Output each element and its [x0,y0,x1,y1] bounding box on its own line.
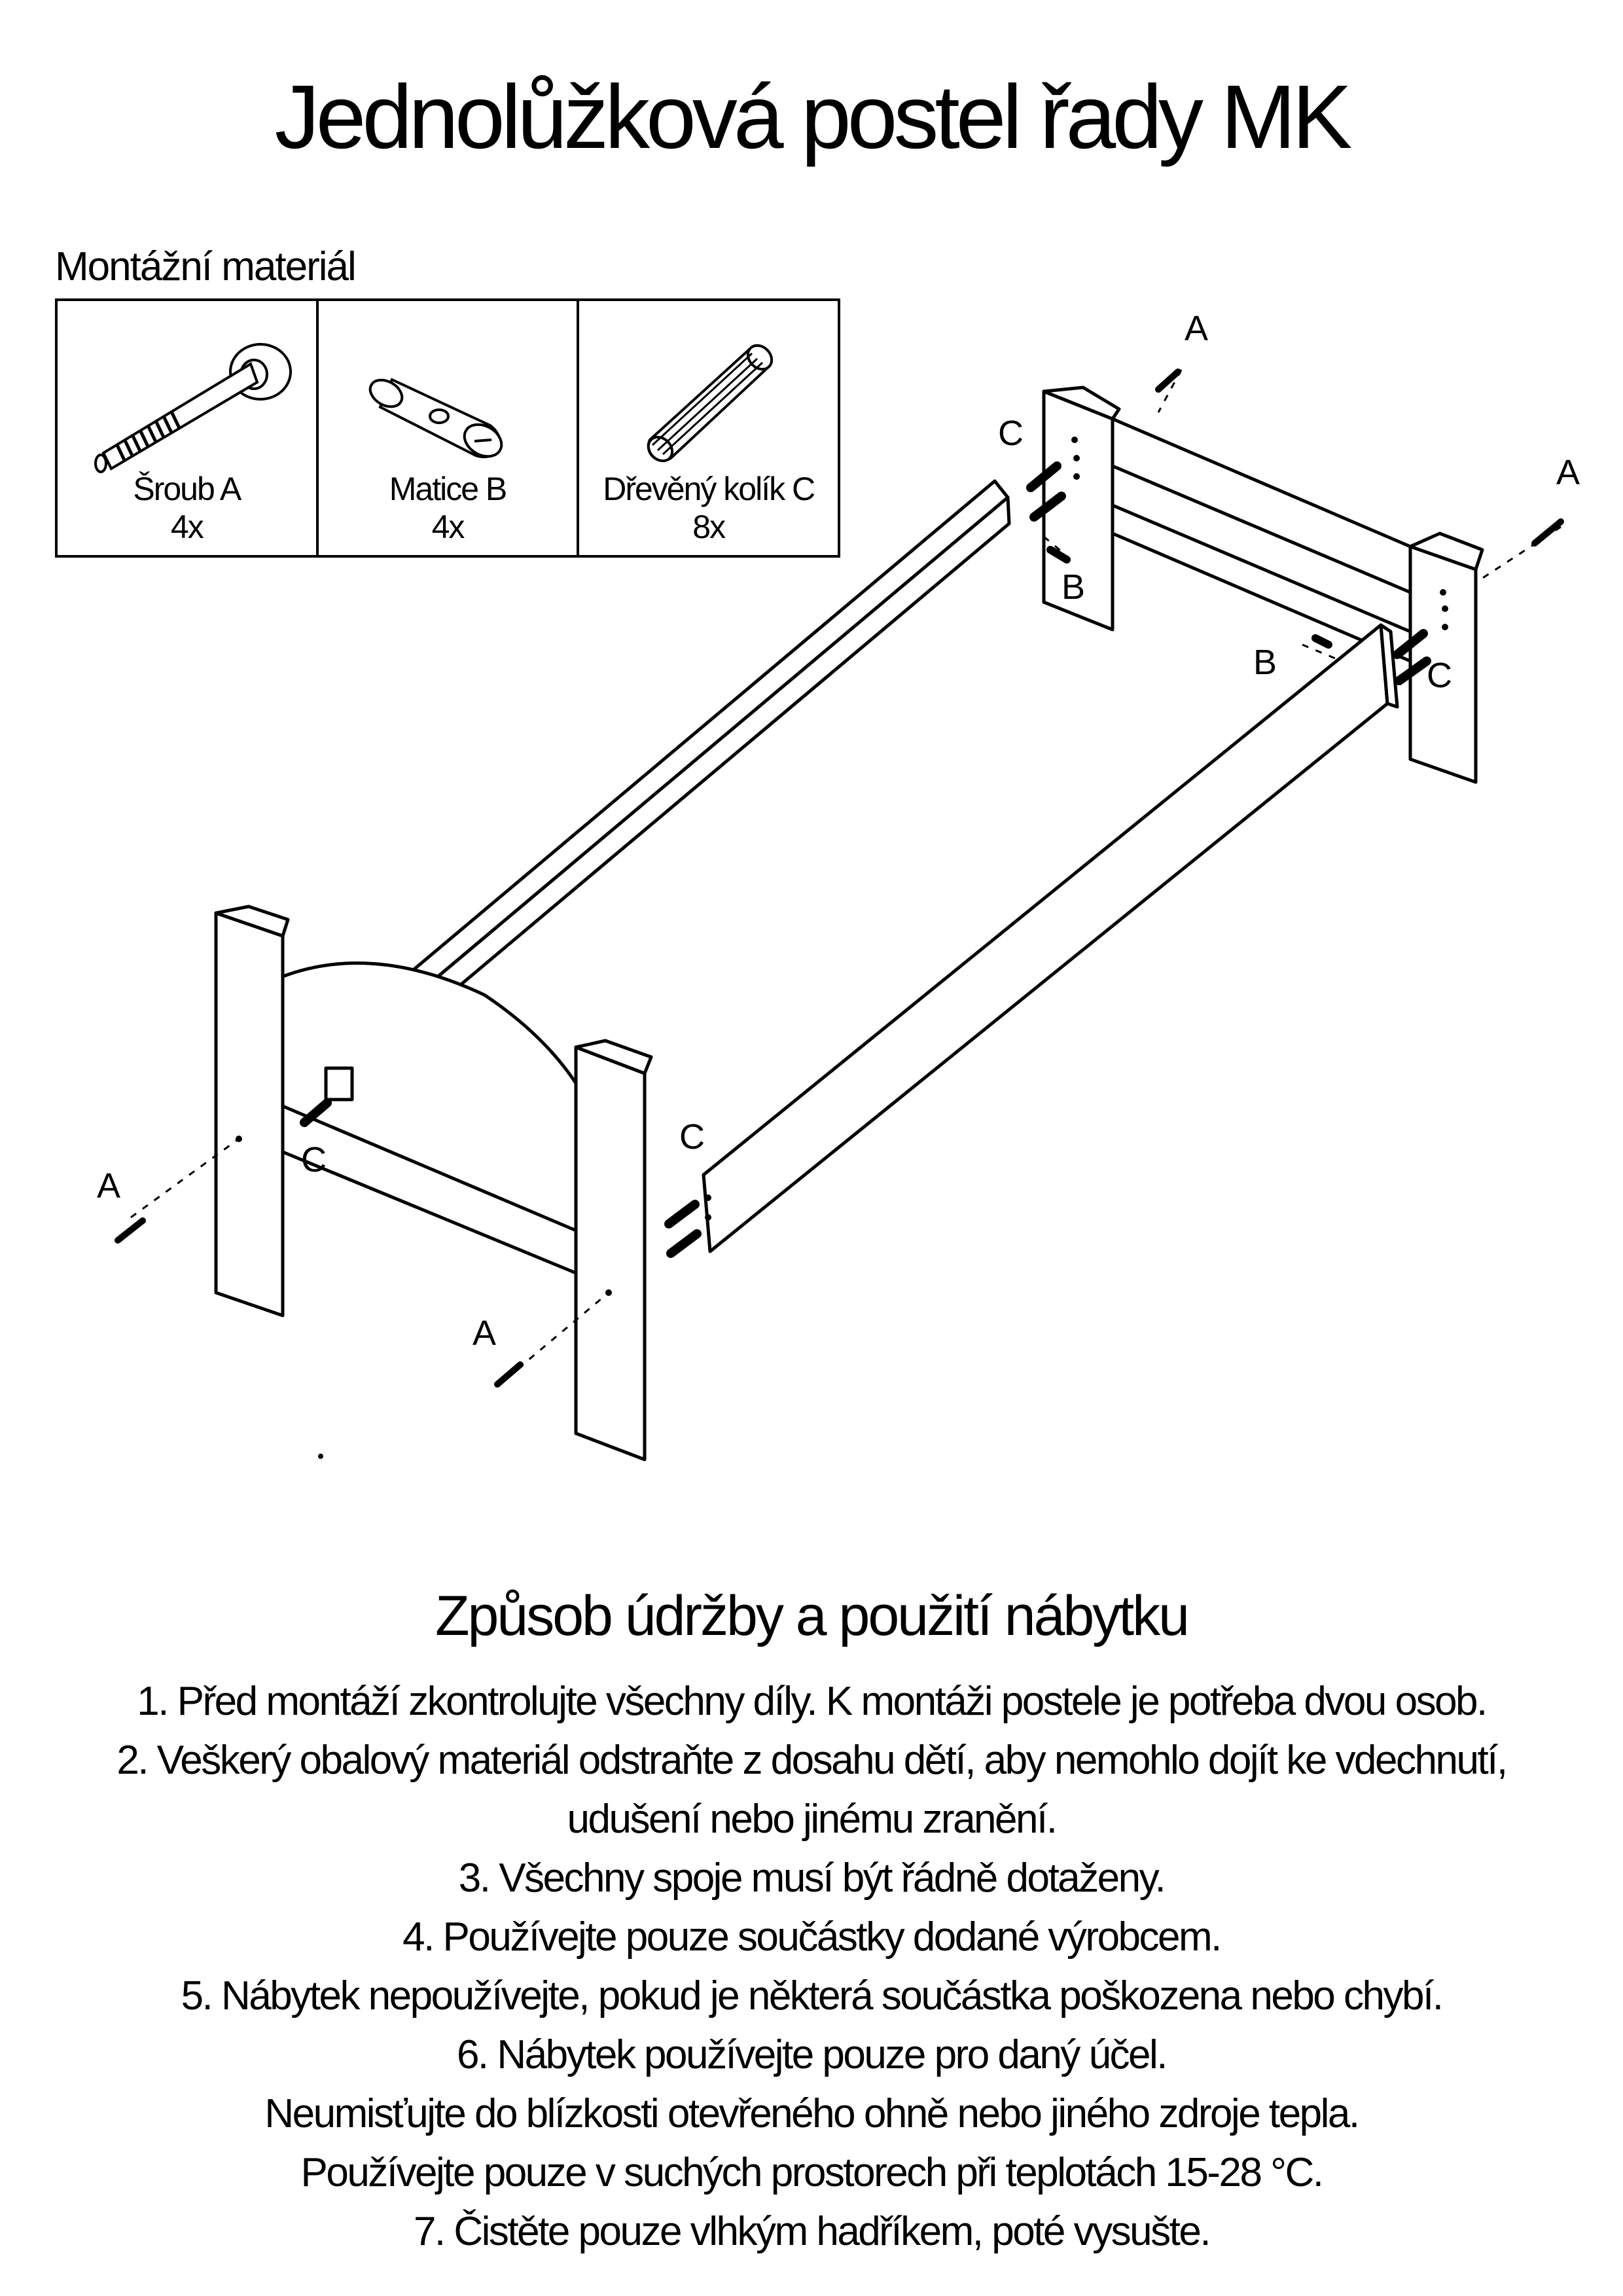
bed-assembly-diagram: A A A A B B C C C C [97,309,1580,1462]
dowel-c [664,1200,700,1229]
wooden-dowel-icon [647,344,774,463]
dowel-c [666,1229,702,1258]
side-rail-back-lower [410,495,1011,1026]
care-line: 2. Veškerý obalový materiál odstraňte z … [116,1738,1508,1783]
part-qty: 8x [692,509,726,545]
care-instructions: 1. Před montáží zkontrolujte všechny díl… [26,1672,1597,2261]
care-line: 7. Čistěte pouze vlhkým hadříkem, poté v… [413,2209,1211,2254]
part-dowel-c: Dřevěný kolík C 8x [579,301,838,555]
corner-bracket [324,1066,354,1102]
post-back-right-top [1408,531,1484,571]
part-qty: 4x [170,509,204,545]
side-rail-back [397,479,1010,1000]
label-a: A [473,1314,496,1353]
dowel-c [1029,492,1066,522]
dowel-c [1395,656,1431,685]
label-a: A [1556,453,1580,492]
care-line: udušení nebo jinému zranění. [567,1797,1058,1842]
care-title: Způsob údržby a použití nábytku [435,1585,1190,1647]
post-front-right [574,1045,647,1462]
post-front-left [214,911,285,1318]
post-back-left-top [1042,386,1121,421]
nut-b [1046,546,1071,564]
bolt-a [115,1217,146,1244]
side-rail-front [702,623,1389,1253]
label-c: C [679,1117,705,1157]
label-a: A [1185,309,1208,348]
label-a: A [97,1166,120,1206]
barrel-nut-icon [368,378,503,459]
part-qty: 4x [431,509,465,545]
bolt-icon [94,343,292,473]
bolt-a [494,1361,524,1388]
care-line: 4. Používejte pouze součástky dodané výr… [402,1914,1222,1960]
care-line: Používejte pouze v suchých prostorech př… [300,2150,1324,2195]
dowel-c [1393,629,1428,659]
care-line: 6. Nábytek používejte pouze pro daný úče… [456,2032,1168,2077]
part-screw-a: Šroub A 4x [58,301,319,555]
part-nut-b: Matice B 4x [319,301,580,555]
bolt-a [1531,518,1564,547]
care-line: 5. Nábytek nepoužívejte, pokud je někter… [181,1973,1444,2018]
label-b: B [1253,643,1277,682]
dowel-c [1026,461,1061,492]
post-front-left-top [214,905,290,938]
part-name: Dřevěný kolík C [603,471,815,507]
page-title: Jednolůžková postel řady MK [274,67,1353,168]
care-line: Neumisťujte do blízkosti otevřeného ohně… [264,2091,1360,2136]
headboard-panel [281,961,578,1246]
part-name: Šroub A [133,471,241,507]
post-front-right-top [574,1039,653,1075]
part-name: Matice B [389,471,508,507]
label-c: C [1427,656,1452,695]
nut-b [1311,634,1332,649]
label-c: C [301,1140,327,1179]
bolt-a [1155,368,1181,393]
label-b: B [1061,567,1085,607]
care-line: 3. Všechny spoje musí být řádně dotaženy… [458,1856,1166,1901]
foot-rail-upper [1111,417,1412,594]
side-rail-front-end [1379,623,1399,709]
dowel-c [300,1098,332,1127]
care-line: 1. Před montáží zkontrolujte všechny díl… [137,1679,1488,1724]
materials-table: Šroub A 4x Matice B 4x [55,298,840,558]
materials-label: Montážní materiál [55,244,357,289]
label-c: C [998,414,1024,453]
